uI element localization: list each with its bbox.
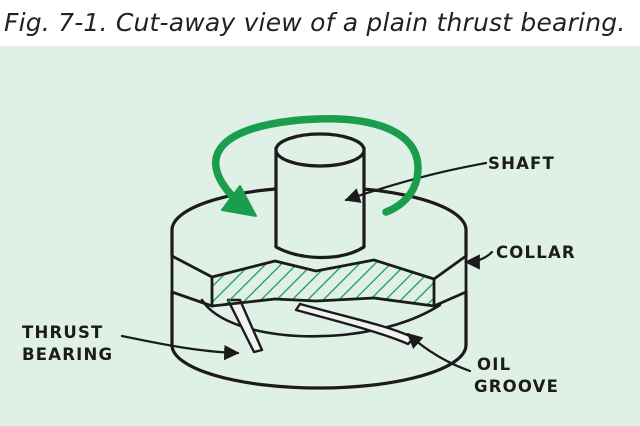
caption-bar: Fig. 7-1. Cut-away view of a plain thrus… xyxy=(0,0,640,46)
rotation-arrow xyxy=(212,115,422,217)
oil-groove-leader xyxy=(406,332,472,373)
shaft-leader xyxy=(344,161,488,203)
label-shaft: SHAFT xyxy=(488,154,555,173)
shaft-top xyxy=(274,132,366,168)
label-collar: COLLAR xyxy=(496,243,576,262)
label-thrust-line1: THRUST xyxy=(22,323,104,342)
label-thrust-line2: BEARING xyxy=(22,345,113,364)
label-oil-line1: OIL xyxy=(477,355,511,374)
shaft-body xyxy=(274,146,366,260)
collar-leader xyxy=(464,250,494,270)
bearing-diagram: SHAFT COLLAR THRUST BEARING OIL GROOVE xyxy=(22,115,576,396)
oil-groove-pad-left xyxy=(226,298,264,354)
bearing-bore xyxy=(200,298,442,338)
shaft xyxy=(274,132,366,260)
thrust-bearing-leader xyxy=(120,334,240,361)
hatched-region xyxy=(210,258,436,308)
label-oil-line2: GROOVE xyxy=(474,377,559,396)
rotation-arrow-head xyxy=(221,185,257,217)
figure-caption: Fig. 7-1. Cut-away view of a plain thrus… xyxy=(4,8,626,37)
cutaway-section xyxy=(170,254,468,308)
rotation-arrow-curve xyxy=(212,115,422,216)
